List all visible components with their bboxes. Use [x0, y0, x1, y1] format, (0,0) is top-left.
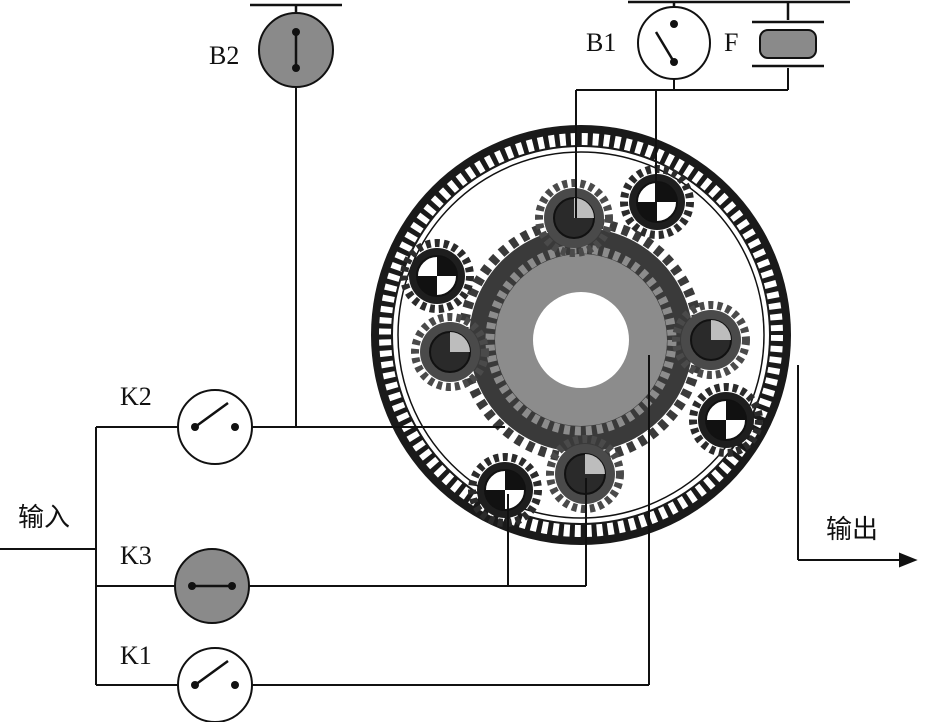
ring-gear-teeth — [379, 133, 783, 537]
brake-b2 — [250, 3, 342, 88]
planet-pinion — [676, 305, 746, 375]
planet-pinion — [415, 317, 485, 387]
label-k2: K2 — [120, 382, 152, 411]
label-b2: B2 — [209, 41, 239, 70]
freewheel-f — [752, 2, 824, 68]
wiring — [0, 68, 918, 686]
clutch-k2 — [177, 389, 253, 465]
carrier-circle — [397, 151, 765, 519]
label-output: 输出 — [826, 515, 878, 545]
label-k3: K3 — [120, 541, 152, 570]
shaft-hole — [533, 292, 629, 388]
label-input: 输入 — [18, 503, 70, 533]
label-f: F — [724, 28, 738, 57]
label-b1: B1 — [586, 28, 616, 57]
clutch-k1 — [177, 647, 253, 722]
label-k1: K1 — [120, 641, 152, 670]
clutch-k3 — [174, 548, 250, 624]
brake-b1 — [628, 0, 850, 80]
planet-pinion — [539, 183, 609, 253]
gear-assembly — [371, 125, 791, 545]
